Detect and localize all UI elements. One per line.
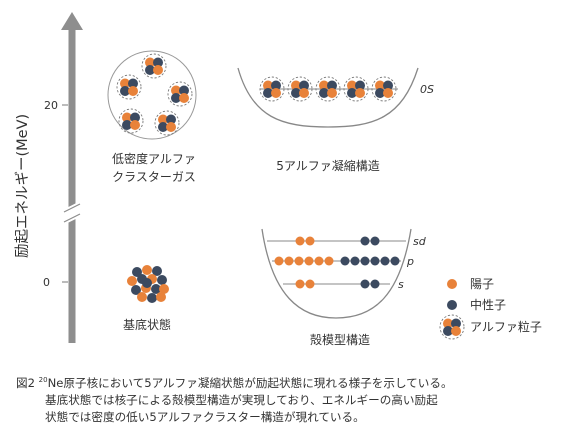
- neutron: [350, 256, 360, 266]
- neutron: [370, 256, 380, 266]
- neutron: [360, 256, 370, 266]
- neutron-legend-icon: [447, 300, 457, 310]
- axis-shaft-upper: [68, 28, 76, 209]
- gas-label-line2: クラスターガス: [112, 170, 196, 184]
- condensate-label: 5アルファ凝縮構造: [276, 158, 380, 173]
- caption-superscript: 20: [38, 376, 48, 384]
- caption-text-1: Ne原子核において5アルファ凝縮状態が励起状態に現れる様子を示している。: [47, 376, 453, 390]
- energy-axis: 20 0 励起エネルギー(MeV): [14, 12, 83, 343]
- condensate-well: [237, 67, 419, 128]
- neutron: [360, 279, 370, 289]
- orbital-label-p: p: [406, 255, 414, 268]
- proton: [304, 256, 314, 266]
- caption-line-1: 図2 20Ne原子核において5アルファ凝縮状態が励起状態に現れる様子を示している…: [16, 372, 568, 392]
- axis-shaft-lower: [68, 219, 76, 343]
- proton: [324, 256, 334, 266]
- proton-legend-icon: [447, 279, 457, 289]
- alpha-particle-legend-icon: [439, 314, 465, 340]
- axis-label: 励起エネルギー(MeV): [14, 114, 31, 258]
- neutron: [390, 256, 400, 266]
- gas-label-line1: 低密度アルファ: [112, 151, 196, 166]
- legend: 陽子 中性子 アルファ粒子: [439, 277, 542, 340]
- proton: [274, 256, 284, 266]
- proton: [284, 256, 294, 266]
- shell-well: [261, 228, 412, 319]
- neutron: [380, 256, 390, 266]
- caption-line-2: 基底状態では核子による殻模型構造が実現しており、エネルギーの高い励起: [45, 393, 438, 407]
- alpha-particle-icon: [141, 53, 167, 79]
- shell-model: sd p s 殻模型構造: [261, 228, 427, 347]
- legend-alpha: アルファ粒子: [470, 319, 542, 334]
- proton: [295, 236, 305, 246]
- proton: [305, 279, 315, 289]
- gas-boundary: [107, 50, 197, 140]
- alpha-particle-icon: [154, 110, 180, 136]
- proton: [314, 256, 324, 266]
- orbital-label-s: s: [398, 278, 404, 291]
- alpha-condensate: 0S 5アルファ凝縮構造: [237, 67, 434, 173]
- ground-state-label: 基底状態: [123, 317, 171, 332]
- legend-proton: 陽子: [470, 277, 494, 291]
- orbital-label-sd: sd: [413, 235, 427, 248]
- proton: [294, 256, 304, 266]
- caption-prefix: 図2: [16, 376, 35, 390]
- shell-label: 殻模型構造: [310, 333, 370, 347]
- proton: [295, 279, 305, 289]
- neutron: [360, 236, 370, 246]
- axis-tick-0: 0: [43, 276, 50, 289]
- axis-break-icon: [62, 201, 82, 225]
- legend-neutron: 中性子: [470, 297, 506, 312]
- neutron: [340, 256, 350, 266]
- axis-arrow-head: [61, 12, 83, 30]
- caption-line-3: 状態では密度の低い5アルファクラスター構造が現れている。: [45, 410, 365, 424]
- alpha-particle-icon: [167, 81, 193, 107]
- alpha-cluster-gas: 低密度アルファ クラスターガス: [107, 50, 197, 184]
- neutron: [370, 236, 380, 246]
- neutron: [370, 279, 380, 289]
- axis-tick-20: 20: [44, 99, 58, 112]
- condensate-orbital-label: 0S: [420, 83, 434, 96]
- ground-state-nucleus: [127, 265, 169, 303]
- alpha-particle-icon: [116, 74, 142, 100]
- energy-diagram: 20 0 励起エネルギー(MeV) 低密度アルファ クラスターガス 0S 5アル…: [14, 12, 542, 347]
- proton: [305, 236, 315, 246]
- alpha-particle-icon: [118, 108, 144, 134]
- figure-caption: 図2 20Ne原子核において5アルファ凝縮状態が励起状態に現れる様子を示している…: [16, 372, 568, 426]
